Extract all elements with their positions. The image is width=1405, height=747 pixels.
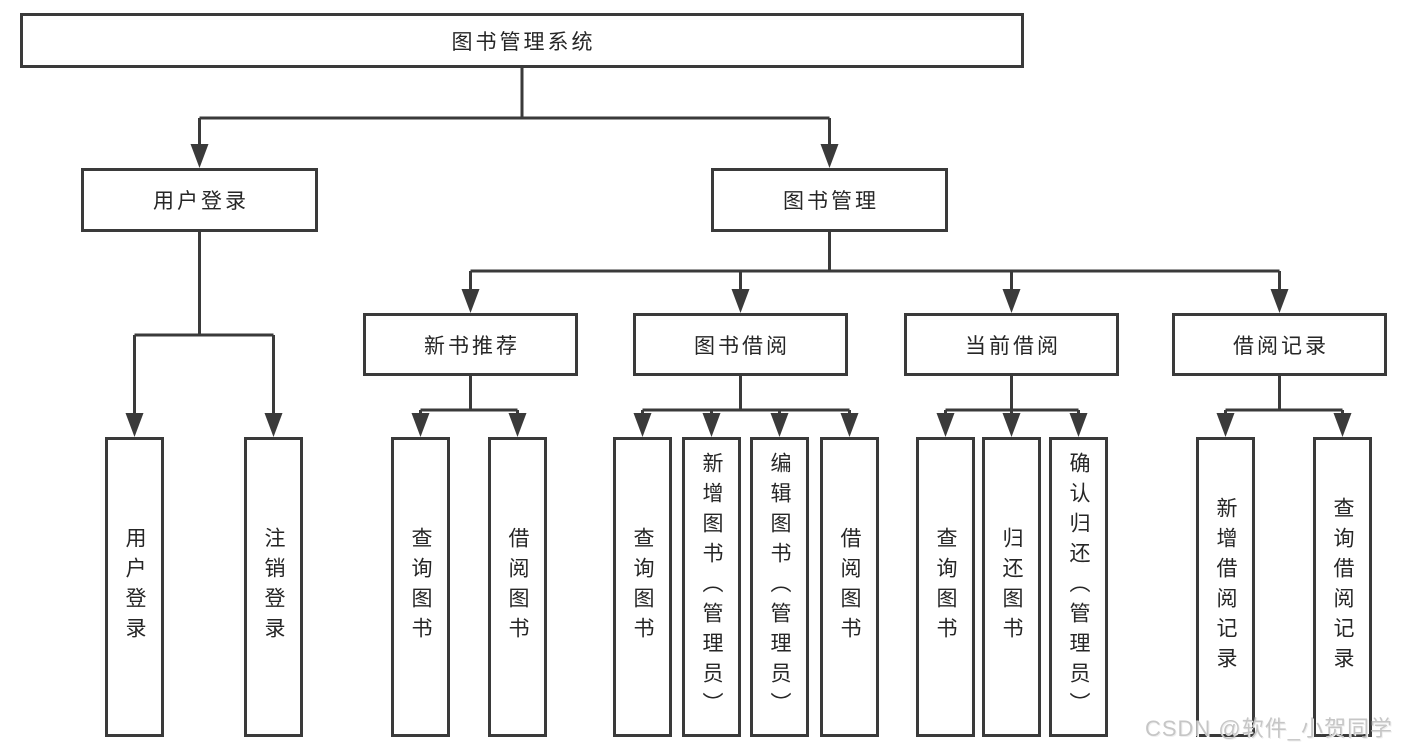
leaf-return-books: 归还图书 [982, 437, 1041, 737]
node-label: 用户登录 [123, 527, 146, 647]
arrowhead-icon [190, 144, 209, 168]
leaf-user-login: 用户登录 [105, 437, 164, 737]
arrowhead-icon [840, 413, 859, 437]
node-label: 编辑图书（管理员） [768, 452, 791, 722]
arrowhead-icon [936, 413, 955, 437]
arrowhead-icon [820, 144, 839, 168]
arrowhead-icon [1002, 289, 1021, 313]
node-label: 查询借阅记录 [1331, 497, 1354, 677]
node-label: 借阅图书 [838, 527, 861, 647]
node-label: 图书借阅 [694, 334, 790, 358]
leaf-borrow-books-borrowing: 借阅图书 [820, 437, 879, 737]
leaf-query-books-recommend: 查询图书 [391, 437, 450, 737]
leaf-borrow-books-recommend: 借阅图书 [488, 437, 547, 737]
node-label: 归还图书 [1000, 527, 1023, 647]
node-label: 借阅图书 [506, 527, 529, 647]
leaf-add-borrowing-record: 新增借阅记录 [1196, 437, 1255, 737]
arrowhead-icon [1333, 413, 1352, 437]
node-book-borrowing: 图书借阅 [633, 313, 848, 376]
arrowhead-icon [1069, 413, 1088, 437]
arrowhead-icon [264, 413, 283, 437]
leaf-query-borrowing-record: 查询借阅记录 [1313, 437, 1372, 737]
node-label: 新增图书（管理员） [700, 452, 723, 722]
leaf-query-books-current: 查询图书 [916, 437, 975, 737]
arrowhead-icon [731, 289, 750, 313]
node-label: 图书管理系统 [451, 30, 596, 54]
arrowhead-icon [461, 289, 480, 313]
arrowhead-icon [411, 413, 430, 437]
leaf-add-books-admin: 新增图书（管理员） [682, 437, 741, 737]
node-book-management: 图书管理 [711, 168, 948, 232]
node-borrowing-records: 借阅记录 [1172, 313, 1387, 376]
node-label: 查询图书 [631, 527, 654, 647]
leaf-query-books-borrowing: 查询图书 [613, 437, 672, 737]
node-new-book-recommendation: 新书推荐 [363, 313, 578, 376]
arrowhead-icon [1270, 289, 1289, 313]
arrowhead-icon [702, 413, 721, 437]
node-user-login: 用户登录 [81, 168, 318, 232]
node-label: 新增借阅记录 [1214, 497, 1237, 677]
node-label: 注销登录 [262, 527, 285, 647]
arrowheads [125, 144, 1352, 437]
arrowhead-icon [1216, 413, 1235, 437]
node-label: 新书推荐 [424, 334, 520, 358]
node-label: 用户登录 [153, 190, 249, 213]
node-current-borrowing: 当前借阅 [904, 313, 1119, 376]
node-label: 图书管理 [783, 190, 879, 213]
arrowhead-icon [1002, 413, 1021, 437]
leaf-logout-login: 注销登录 [244, 437, 303, 737]
leaf-edit-books-admin: 编辑图书（管理员） [750, 437, 809, 737]
leaf-confirm-return-admin: 确认归还（管理员） [1049, 437, 1108, 737]
node-label: 查询图书 [934, 527, 957, 647]
node-label: 当前借阅 [965, 334, 1061, 358]
node-label: 借阅记录 [1233, 334, 1329, 358]
arrowhead-icon [508, 413, 527, 437]
node-library-management-system: 图书管理系统 [20, 13, 1024, 68]
arrowhead-icon [770, 413, 789, 437]
node-label: 查询图书 [409, 527, 432, 647]
arrowhead-icon [125, 413, 144, 437]
arrowhead-icon [633, 413, 652, 437]
node-label: 确认归还（管理员） [1067, 452, 1090, 722]
